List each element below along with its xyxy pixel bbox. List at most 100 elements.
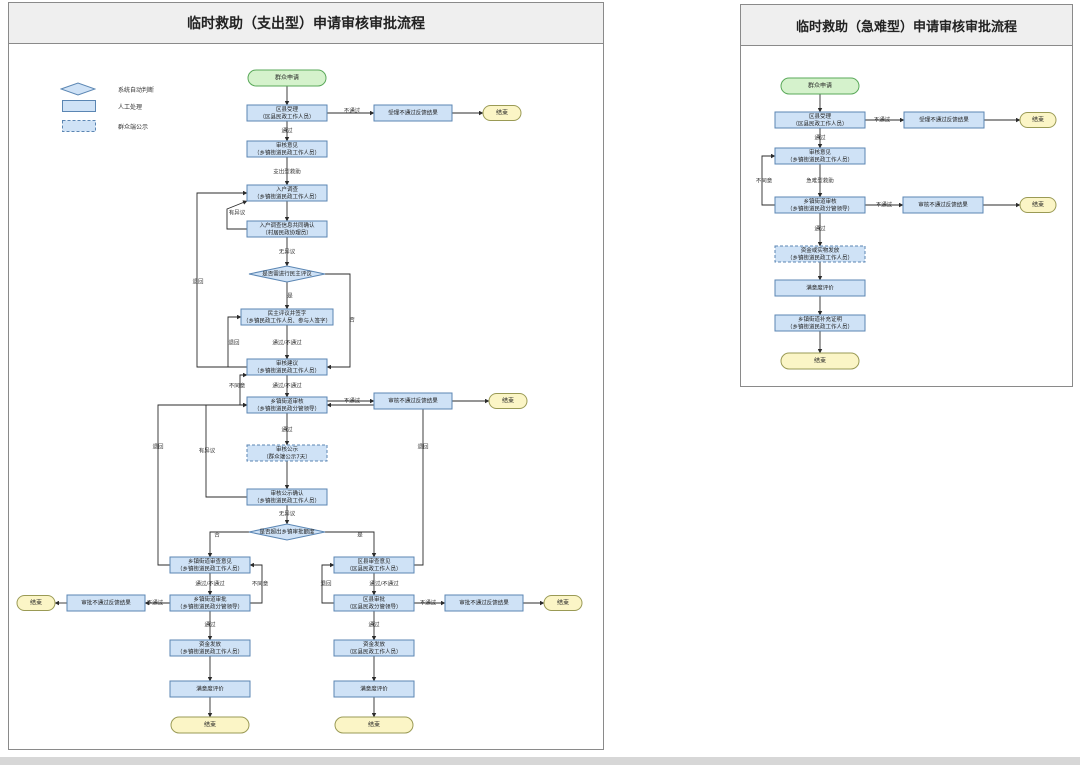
node-democratic-review-text: （乡镇民政工作人员、参与人签字） (243, 316, 331, 324)
node-end-1: 结束 (482, 105, 522, 121)
node2-reject-accept: 受理不通过反馈结果 (903, 111, 985, 129)
edge-label-pass: 通过 (204, 621, 216, 629)
node-reject-accept: 受理不通过反馈结果 (373, 104, 453, 122)
edge-label-fail: 不通过 (147, 599, 164, 607)
edge-label-disagree: 不同意 (756, 177, 773, 185)
node-decision-democratic: 是否需进行民主评议 (248, 265, 326, 283)
edge-label-urgent: 急难型救助 (806, 177, 834, 185)
edge-label-objection: 有异议 (199, 447, 216, 455)
edge-label-fail: 不通过 (420, 599, 437, 607)
flow-connector (325, 531, 377, 558)
flowchart-urgent-title: 临时救助（急难型）申请审核审批流程 (741, 5, 1072, 46)
legend-public: 群众端公示 (62, 120, 148, 132)
edge-label-pass: 通过 (281, 127, 293, 135)
node-start-apply: 群众申请 (247, 69, 327, 87)
node2-fund-payment-text: （乡镇街道民政工作人员） (787, 253, 853, 261)
node-decision-democratic-text: 是否需进行民主评议 (262, 270, 312, 278)
node2-end-2-text: 结束 (1032, 201, 1044, 209)
node-county-accept-text: 区县受理 (276, 105, 299, 113)
node-review-suggest-text: 审核建议 (276, 359, 299, 367)
node-decision-town-limit-text: 是否超出乡镇审批额度 (259, 528, 315, 536)
node-survey-confirm-text: 入户调查信息共同确认 (259, 221, 315, 229)
edge-label-back: 退回 (417, 443, 429, 451)
node-town-approve-opinion: 乡镇街道审查意见（乡镇街道民政工作人员） (169, 556, 251, 574)
edge-label-no: 否 (349, 317, 355, 324)
node-home-survey-text: （乡镇街道民政工作人员） (254, 192, 320, 200)
node-home-survey-text: 入户调查 (276, 185, 299, 193)
node-end-3-text: 结束 (30, 599, 42, 607)
edge-label-pass: 通过 (814, 225, 826, 233)
node2-review-opinion-text: （乡镇街道民政工作人员） (787, 155, 853, 163)
process-box-icon (62, 100, 96, 112)
node-pay-right: 资金发放（区县民政工作人员） (333, 639, 415, 657)
node2-satisfaction-text: 满意度评价 (806, 284, 834, 292)
node-reject-review: 审核不通过反馈结果 (373, 392, 453, 410)
edge-label-fail: 不通过 (344, 107, 361, 115)
node2-start-apply-text: 群众申请 (808, 82, 832, 90)
node-county-approve-text: （区县民政分管领导） (346, 602, 401, 610)
node-reject-review-text: 审核不通过反馈结果 (388, 397, 438, 405)
node-town-review-text: 乡镇街道审核 (270, 397, 304, 405)
edge-label-objection: 有异议 (229, 209, 246, 217)
legend-diamond: 系统自动判断 (60, 82, 154, 96)
node-survey-confirm-text: （村居民政协理员） (262, 228, 312, 236)
edge-label-pass: 通过 (368, 621, 380, 629)
edge-label-no-objection: 无异议 (279, 510, 296, 518)
node-satisfaction-right: 满意度评价 (333, 680, 415, 698)
edge-label-disagree: 不同意 (252, 580, 269, 588)
node-survey-confirm: 入户调查信息共同确认（村居民政协理员） (246, 220, 328, 238)
node-end-4: 结束 (543, 595, 583, 611)
node-town-approve-text: （乡镇街道民政分管领导） (177, 602, 243, 610)
node-town-review: 乡镇街道审核（乡镇街道民政分管领导） (246, 396, 328, 414)
node2-county-accept-text: 区县受理 (809, 112, 832, 120)
node-publicity-text: （群众端公示7天） (263, 452, 311, 460)
node2-reject-review: 审核不通过反馈结果 (902, 196, 984, 214)
edge-label-pass-fail: 通过/不通过 (369, 580, 399, 588)
node-pay-left-text: 资金发放 (199, 640, 222, 648)
node-end-right: 结束 (334, 716, 414, 734)
node-review-suggest-text: （乡镇街道民政工作人员） (254, 366, 320, 374)
node-town-approve-text: 乡镇街道审批 (193, 595, 227, 603)
edge-label-yes: 是 (357, 532, 363, 539)
node2-end-3: 结束 (780, 352, 860, 370)
flow-connector (239, 372, 248, 406)
flow-connector (207, 531, 249, 558)
flow-connector (761, 153, 776, 206)
edge-label-no: 否 (214, 532, 220, 539)
edge-label-disagree: 不同意 (229, 382, 246, 390)
legend-diamond-label: 系统自动判断 (118, 86, 155, 94)
dashed-box-icon (62, 120, 96, 132)
node-county-opinion-text: 区县审查意见 (357, 557, 391, 565)
node2-town-review: 乡镇街道审核（乡镇街道民政分管领导） (774, 196, 866, 214)
node-county-opinion-text: （区县民政工作人员） (346, 564, 401, 572)
node2-fund-payment: 资金或实物发放（乡镇街道民政工作人员） (774, 245, 866, 263)
node-satisfaction-left: 满意度评价 (169, 680, 251, 698)
node-end-right-text: 结束 (368, 721, 380, 729)
node-reject-county: 审批不通过反馈结果 (444, 594, 524, 612)
edge-label-pass-fail: 通过/不通过 (272, 339, 302, 347)
node-satisfaction-left-text: 满意度评价 (196, 685, 224, 693)
node2-county-accept-text: （区县民政工作人员） (792, 119, 847, 127)
node2-review-opinion-text: 审核意见 (809, 148, 832, 156)
node-satisfaction-right-text: 满意度评价 (360, 685, 388, 693)
node-town-review-text: （乡镇街道民政分管领导） (254, 404, 320, 412)
node-end-2: 结束 (488, 393, 528, 409)
node-end-4-text: 结束 (557, 599, 569, 607)
node-reject-town: 审批不通过反馈结果 (66, 594, 146, 612)
flow-connector (325, 273, 351, 370)
legend-public-label: 群众端公示 (118, 123, 149, 131)
node-reject-accept-text: 受理不通过反馈结果 (388, 109, 438, 117)
edge-label-fail: 不通过 (876, 201, 893, 209)
node-decision-town-limit: 是否超出乡镇审批额度 (248, 523, 326, 541)
node-review-opinion-text: 审核意见 (276, 141, 299, 149)
edge-label-pass: 通过 (281, 426, 293, 434)
node2-county-accept: 区县受理（区县民政工作人员） (774, 111, 866, 129)
flow-connector (226, 200, 248, 230)
node2-supplement-text: 乡镇街道补充证明 (798, 315, 843, 323)
node-review-suggest: 审核建议（乡镇街道民政工作人员） (246, 358, 328, 376)
edge-label-yes: 是 (287, 293, 293, 300)
bottom-scroll-bar (0, 757, 1080, 765)
flow-connector (326, 402, 424, 566)
flow-connector (157, 402, 248, 566)
